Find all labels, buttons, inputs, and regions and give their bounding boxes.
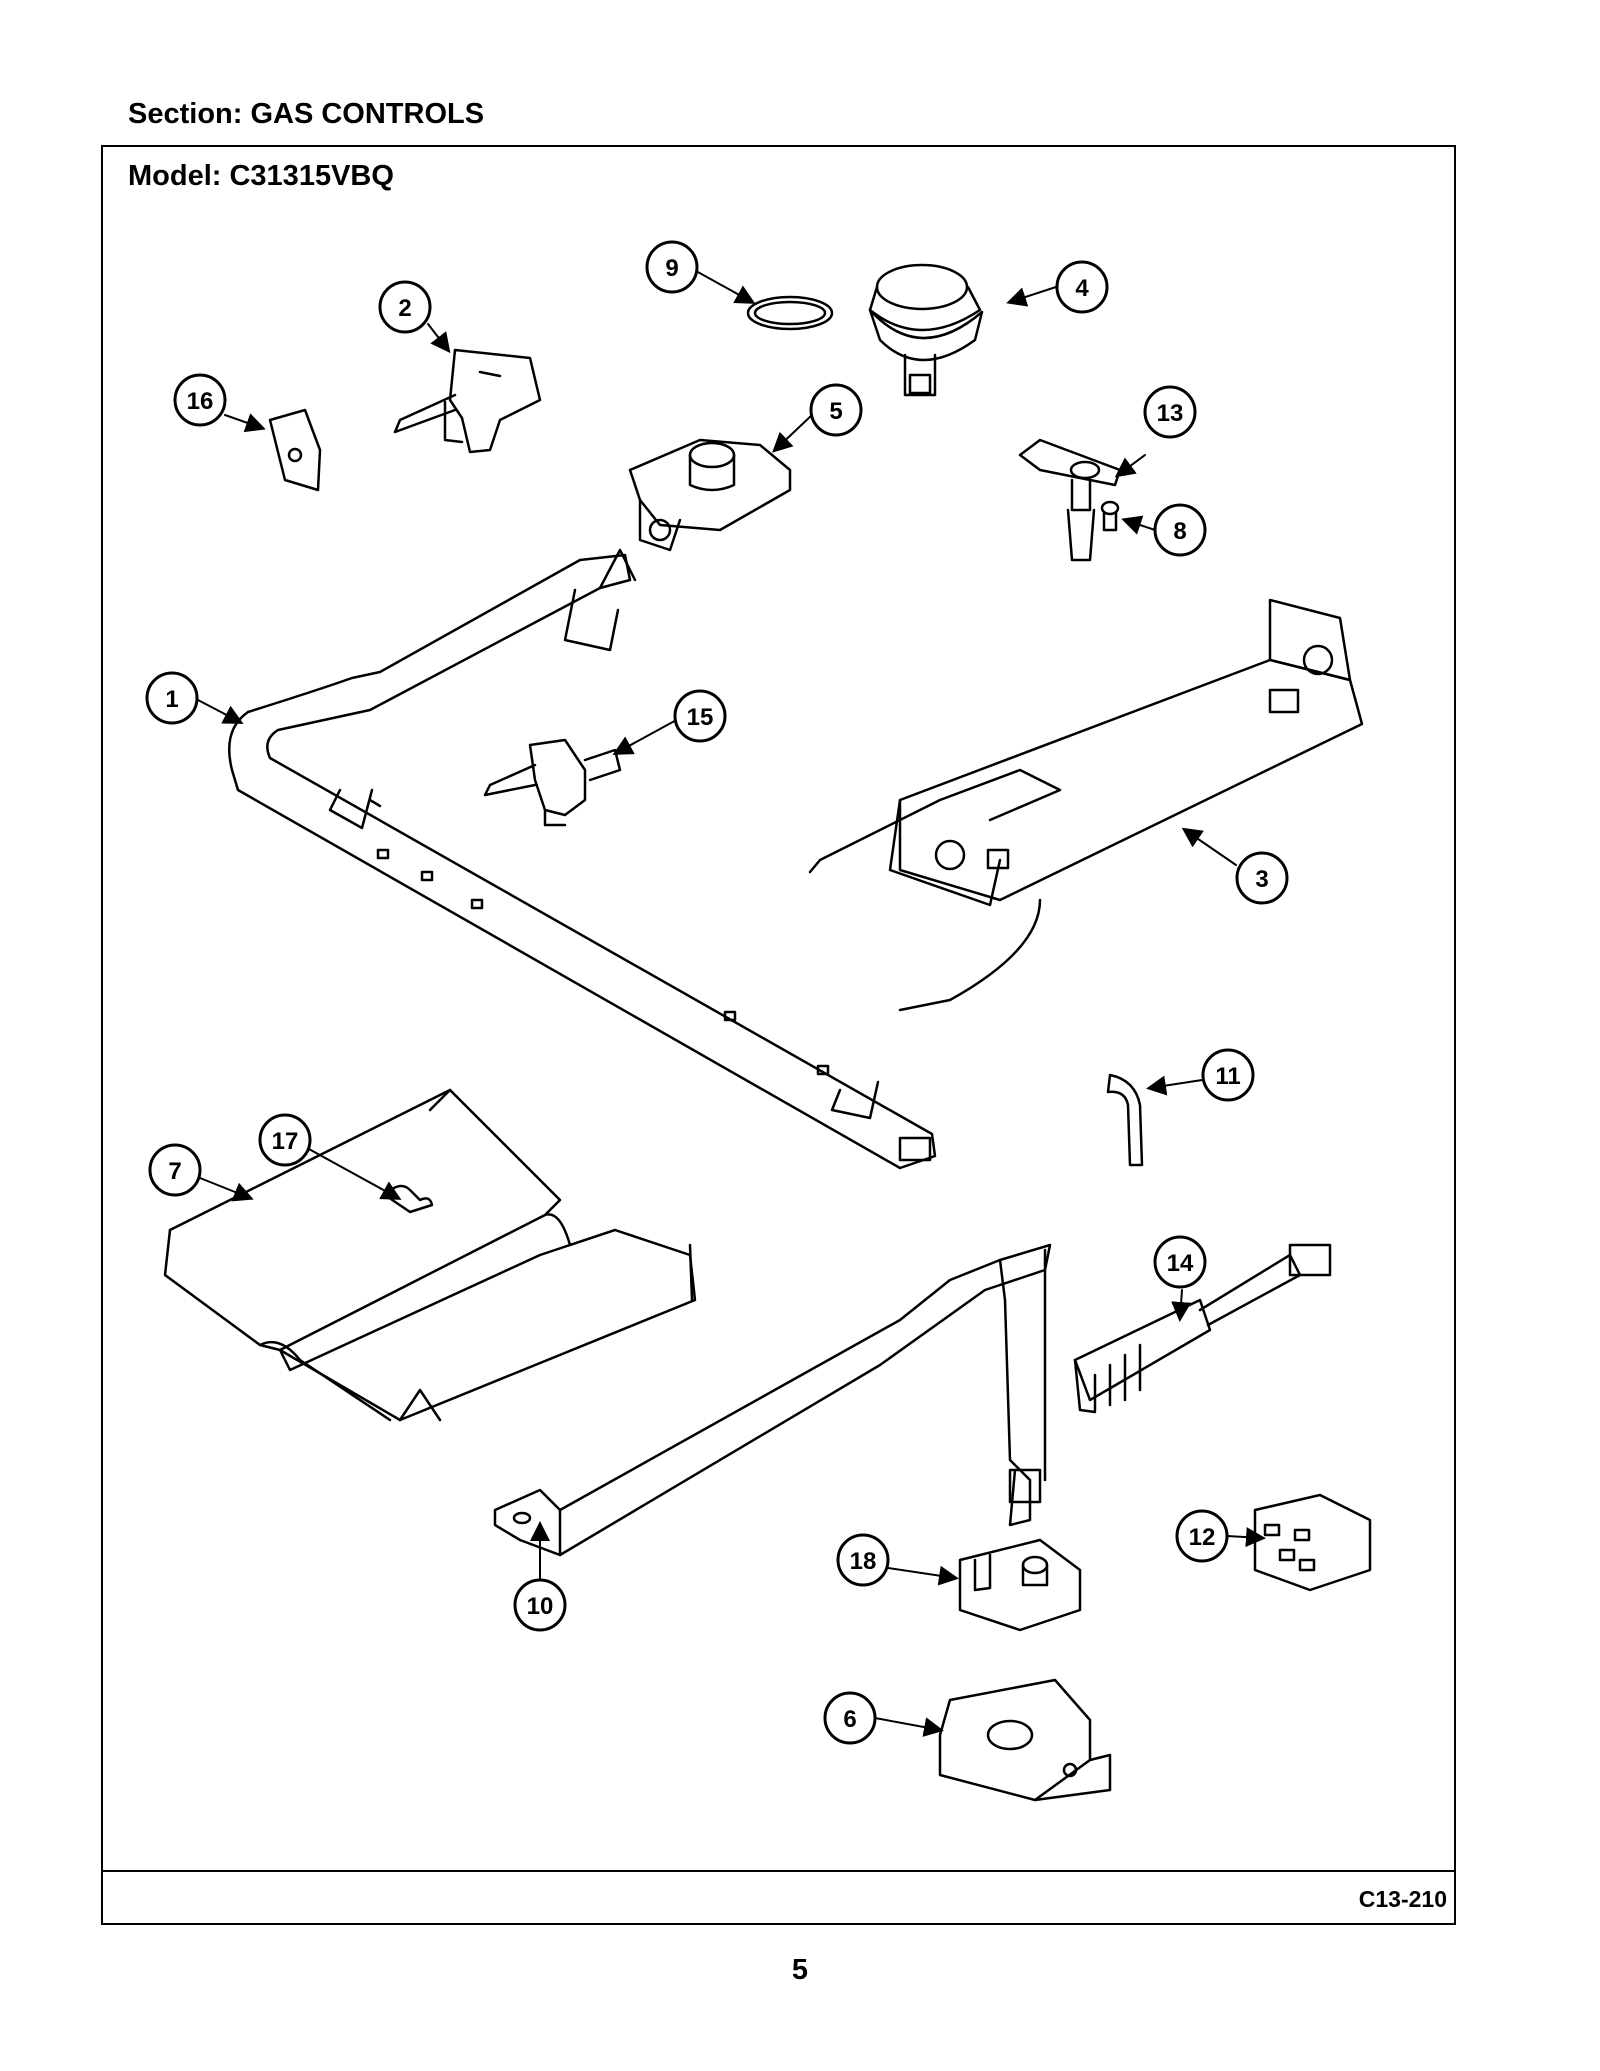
callout-9: 9 xyxy=(645,240,699,294)
footer-divider xyxy=(101,1870,1456,1872)
o-ring-part xyxy=(746,295,834,331)
callout-6: 6 xyxy=(823,1691,877,1745)
pressure-regulator-part xyxy=(628,438,792,552)
callout-5: 5 xyxy=(809,383,863,437)
callout-13: 13 xyxy=(1143,385,1197,439)
mounting-bracket-part xyxy=(938,1678,1112,1802)
callout-7: 7 xyxy=(148,1143,202,1197)
callout-10: 10 xyxy=(513,1578,567,1632)
callout-6-label: 6 xyxy=(843,1706,856,1733)
callout-11: 11 xyxy=(1201,1048,1255,1102)
switch-part xyxy=(958,1538,1082,1632)
page-number: 5 xyxy=(791,1954,809,1986)
callout-8-label: 8 xyxy=(1173,518,1186,545)
callout-7-label: 7 xyxy=(168,1158,181,1185)
oven-burner-part xyxy=(808,598,1364,1012)
diagram-code: C13-210 xyxy=(1358,1886,1447,1912)
callout-17: 17 xyxy=(258,1113,312,1167)
callout-2: 2 xyxy=(378,280,432,334)
callout-3-label: 3 xyxy=(1255,866,1268,893)
wing-nut-part xyxy=(383,1184,434,1214)
callout-10-label: 10 xyxy=(527,1593,554,1620)
igniter-bracket-part xyxy=(493,1243,1052,1557)
tube-part xyxy=(1106,1073,1144,1167)
callout-16: 16 xyxy=(173,373,227,427)
valve-fitting-part xyxy=(483,738,622,827)
callout-18-label: 18 xyxy=(850,1548,877,1575)
callout-9-label: 9 xyxy=(665,255,678,282)
callout-15: 15 xyxy=(673,689,727,743)
callout-14: 14 xyxy=(1153,1235,1207,1289)
callout-3: 3 xyxy=(1235,851,1289,905)
callout-11-label: 11 xyxy=(1215,1063,1240,1090)
section-title: Section: GAS CONTROLS xyxy=(128,98,485,130)
callout-2-label: 2 xyxy=(398,295,411,322)
callout-1-label: 1 xyxy=(165,686,178,713)
callout-14-label: 14 xyxy=(1167,1250,1194,1277)
callout-15-label: 15 xyxy=(687,704,714,731)
callout-12: 12 xyxy=(1175,1509,1229,1563)
valve-part xyxy=(393,348,542,454)
top-burner-part xyxy=(868,263,984,397)
heat-shield-part xyxy=(163,1088,697,1422)
callout-18: 18 xyxy=(836,1533,890,1587)
callout-1: 1 xyxy=(145,671,199,725)
callout-4: 4 xyxy=(1055,260,1109,314)
callout-17-label: 17 xyxy=(272,1128,299,1155)
callout-13-label: 13 xyxy=(1157,400,1184,427)
callout-4-label: 4 xyxy=(1075,275,1089,302)
spark-igniter-part xyxy=(1073,1243,1332,1414)
leader-lines xyxy=(197,270,1266,1737)
model-title: Model: C31315VBQ xyxy=(128,160,394,192)
callout-5-label: 5 xyxy=(829,398,842,425)
callout-8: 8 xyxy=(1153,503,1207,557)
diagram-frame xyxy=(101,145,1456,1925)
callout-16-label: 16 xyxy=(187,388,214,415)
igniter-part xyxy=(1018,438,1122,562)
callout-12-label: 12 xyxy=(1189,1524,1216,1551)
clip-part xyxy=(268,408,322,492)
spark-module-part xyxy=(1253,1493,1372,1592)
screw-part xyxy=(1100,500,1120,532)
manifold-pipe-part xyxy=(228,548,937,1170)
